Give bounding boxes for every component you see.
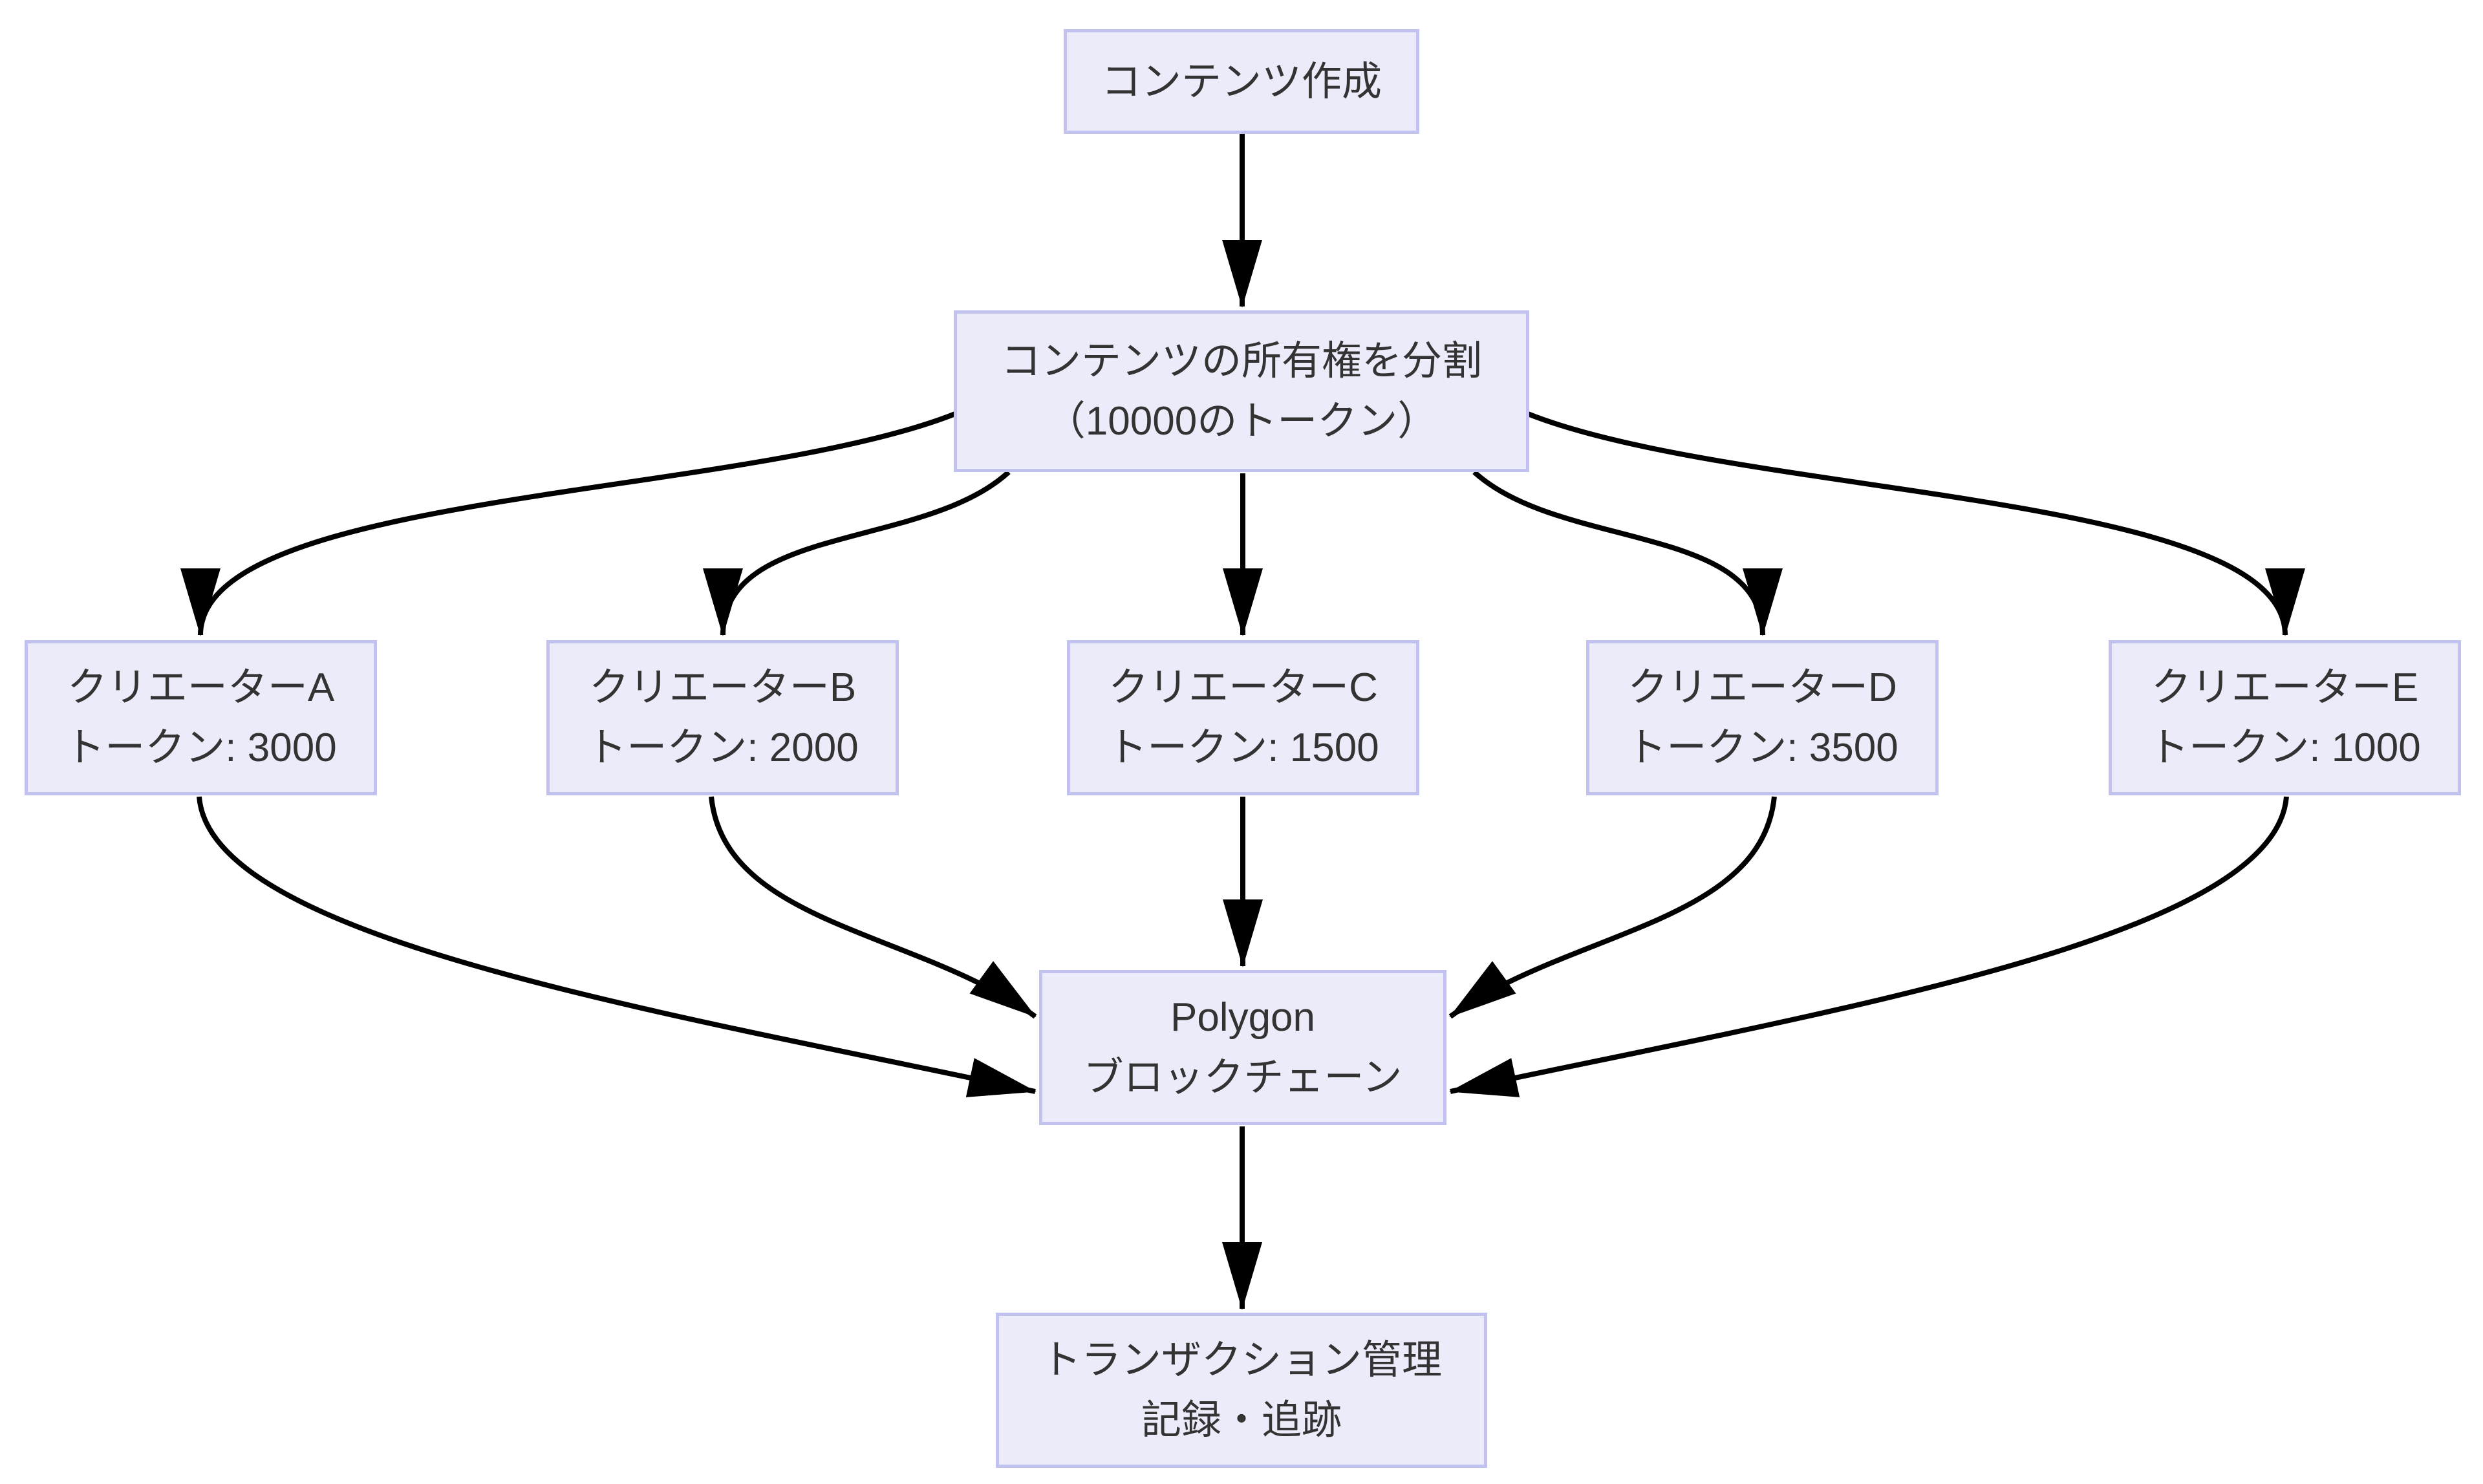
node-transaction-management-label-line2: 記録・追跡 [1141, 1398, 1342, 1443]
node-polygon-blockchain: Polygon ブロックチェーン [1039, 970, 1446, 1125]
node-ownership-split-label-line2: （10000のトークン） [1045, 399, 1438, 444]
node-creator-d-name: クリエーターD [1628, 665, 1897, 710]
node-creator-a-tokens: トークン: 3000 [65, 726, 337, 770]
edge-creator-a-to-polygon [197, 796, 1037, 1097]
node-content-creation-label: コンテンツ作成 [1101, 59, 1382, 104]
node-creator-d: クリエーターD トークン: 3500 [1586, 640, 1939, 795]
node-creator-d-tokens: トークン: 3500 [1626, 726, 1898, 770]
node-creator-a: クリエーターA トークン: 3000 [25, 640, 377, 795]
node-ownership-split: コンテンツの所有権を分割 （10000のトークン） [954, 310, 1529, 472]
node-polygon-blockchain-label-line2: ブロックチェーン [1083, 1055, 1403, 1100]
node-creator-e-name: クリエーターE [2151, 665, 2419, 710]
node-creator-b: クリエーターB トークン: 2000 [546, 640, 899, 795]
node-ownership-split-label-line1: コンテンツの所有権を分割 [1000, 339, 1482, 383]
edge-creator-e-to-polygon [1449, 796, 2289, 1097]
edge-creator-b-to-polygon [709, 796, 1037, 1019]
edge-split-to-creator-e [1527, 411, 2305, 636]
node-transaction-management: トランザクション管理 記録・追跡 [996, 1313, 1487, 1468]
node-creator-e: クリエーターE トークン: 1000 [2109, 640, 2461, 795]
edge-creator-d-to-polygon [1448, 796, 1777, 1019]
node-content-creation: コンテンツ作成 [1064, 29, 1419, 134]
edge-split-to-creator-d [1472, 470, 1783, 636]
node-creator-c: クリエーターC トークン: 1500 [1067, 640, 1419, 795]
edge-split-to-creator-a [180, 411, 956, 636]
node-transaction-management-label-line1: トランザクション管理 [1040, 1338, 1442, 1382]
edge-split-to-creator-b [703, 470, 1011, 636]
node-creator-b-tokens: トークン: 2000 [586, 726, 859, 770]
node-creator-b-name: クリエーターB [588, 665, 857, 710]
node-polygon-blockchain-label-line1: Polygon [1170, 995, 1316, 1040]
node-creator-c-tokens: トークン: 1500 [1107, 726, 1379, 770]
node-creator-c-name: クリエーターC [1108, 665, 1378, 710]
node-creator-a-name: クリエーターA [67, 665, 335, 710]
node-creator-e-tokens: トークン: 1000 [2149, 726, 2421, 770]
